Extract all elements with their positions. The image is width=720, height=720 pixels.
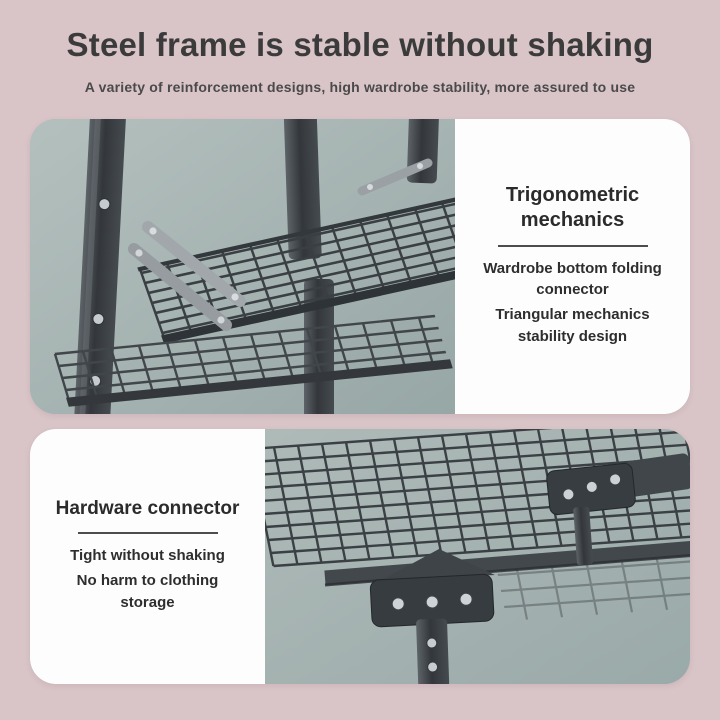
- rivet: [609, 473, 622, 486]
- rivet: [426, 637, 438, 649]
- steel-post-thin: [573, 506, 593, 566]
- frame-corner-photo: [30, 119, 455, 414]
- hardware-connector-illustration: [265, 429, 690, 684]
- rivet: [427, 661, 439, 673]
- card-text-line: Wardrobe bottom folding connector: [483, 259, 662, 299]
- wire-shelf-lower: [53, 314, 453, 407]
- card-heading: Trigonometric mechanics: [505, 183, 640, 231]
- info-card-hardware: Hardware connector Tight without shaking…: [30, 429, 265, 684]
- card-text-line: Triangular mechanics stability design: [495, 306, 650, 345]
- divider-line: [77, 532, 218, 535]
- rivet: [562, 488, 575, 501]
- rivet: [425, 595, 439, 609]
- card-text-line: Tight without shaking: [70, 547, 225, 565]
- page-title: Steel frame is stable without shaking: [66, 26, 654, 63]
- card-heading: Hardware connector: [55, 497, 240, 519]
- hinge-plate-bottom: [369, 549, 495, 684]
- shelf-connector-photo: [265, 429, 690, 684]
- card-text-line: No harm to clothing storage: [76, 572, 219, 611]
- rivet: [585, 480, 598, 493]
- rivet: [92, 312, 105, 325]
- steel-post-bottom: [416, 618, 450, 684]
- info-card-trigonometric: Trigonometric mechanics Wardrobe bottom …: [455, 119, 690, 414]
- rivet: [459, 592, 473, 606]
- wire-shelf: [265, 429, 690, 568]
- steel-frame-illustration: [30, 119, 455, 414]
- wire-shelf: [137, 193, 455, 344]
- divider-line: [497, 244, 648, 247]
- panel-hardware-connector: Hardware connector Tight without shaking…: [30, 429, 690, 684]
- rivet: [98, 198, 111, 211]
- panel-trigonometric-mechanics: Trigonometric mechanics Wardrobe bottom …: [30, 119, 690, 414]
- hinge-plate-top: [546, 453, 690, 566]
- triangular-brace: [128, 158, 433, 331]
- rivet: [391, 597, 405, 611]
- page-subtitle: A variety of reinforcement designs, high…: [84, 79, 636, 95]
